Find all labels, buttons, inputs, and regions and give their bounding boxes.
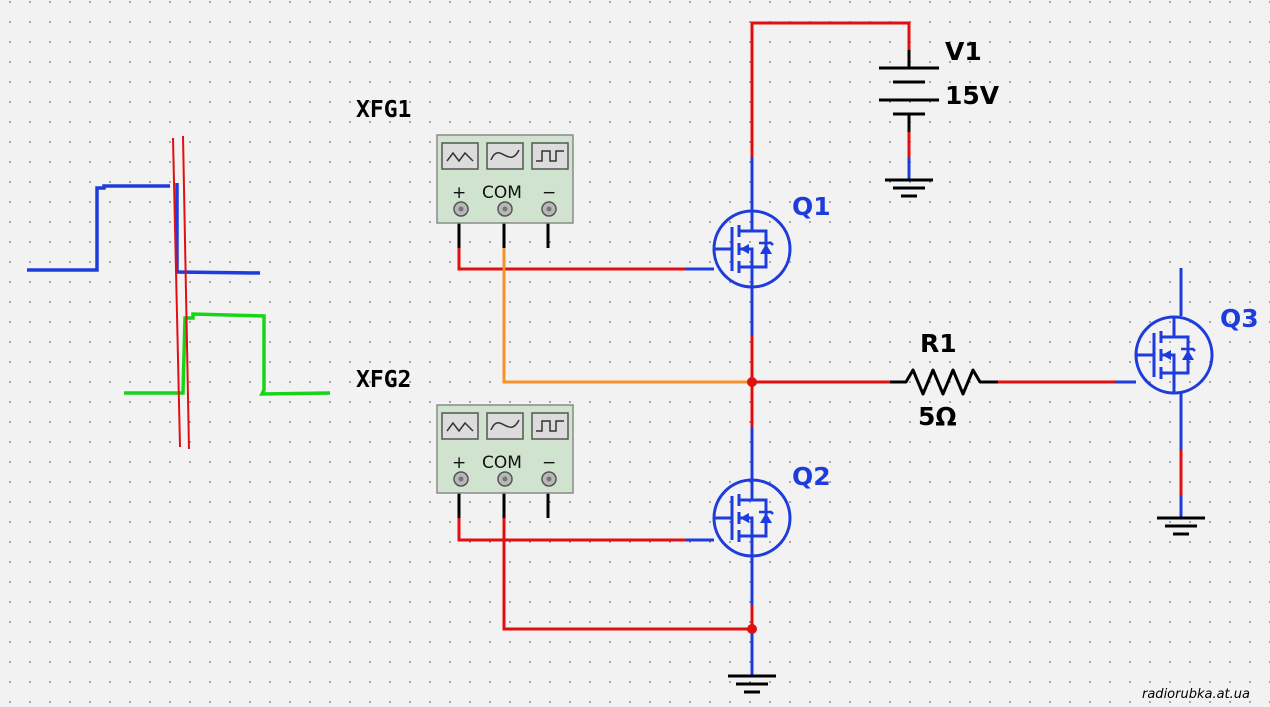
xfg2-com-label: COM (482, 453, 522, 473)
xfg1-label: XFG1 (356, 97, 411, 123)
q3-label: Q3 (1220, 304, 1259, 333)
xfg2-plus-label: + (452, 453, 466, 473)
junction-dot-ground-node (747, 624, 757, 634)
xfg2-label: XFG2 (356, 367, 411, 393)
blue-pulse-waveform-fall (175, 183, 261, 275)
r1-value: 5Ω (918, 402, 957, 431)
wire-xfg2-plus-to-q2-gate (457, 518, 686, 542)
q1-label: Q1 (792, 192, 831, 221)
v1-label: V1 (945, 37, 982, 66)
waveform-sketch (27, 135, 331, 450)
red-marker-line-right (182, 135, 190, 450)
function-generator-xfg1[interactable] (436, 134, 574, 224)
mosfet-q1-symbol[interactable] (712, 209, 792, 289)
red-marker-line-left (172, 137, 181, 448)
xfg1-plus-label: + (452, 183, 466, 203)
ground-symbol-q2 (728, 674, 776, 694)
v1-value: 15V (945, 81, 1000, 110)
wires (457, 21, 1183, 676)
wire-v1-to-q1-drain (750, 21, 911, 157)
wire-xfg2-com-to-gnd (502, 518, 752, 631)
xfg2-minus-label: − (542, 453, 556, 473)
q2-label: Q2 (792, 462, 831, 491)
battery-v1[interactable] (879, 50, 939, 132)
wire-xfg1-plus-to-q1-gate (457, 248, 686, 271)
blue-pulse-waveform (27, 184, 170, 272)
junction-dot-midpoint (747, 377, 757, 387)
watermark: radiorubka.at.ua (1142, 687, 1250, 702)
r1-label: R1 (920, 329, 957, 358)
ground-symbol-v1 (885, 178, 933, 198)
function-generator-xfg2[interactable] (436, 404, 574, 494)
xfg1-minus-label: − (542, 183, 556, 203)
green-pulse-waveform (124, 312, 331, 396)
xfg1-com-label: COM (482, 183, 522, 203)
ground-symbol-q3 (1157, 516, 1205, 536)
wire-xfg1-com-to-mid (502, 248, 752, 384)
mosfet-q3-symbol[interactable] (1134, 315, 1214, 395)
resistor-r1-zigzag[interactable] (890, 368, 998, 396)
mosfet-q2-symbol[interactable] (712, 478, 792, 558)
